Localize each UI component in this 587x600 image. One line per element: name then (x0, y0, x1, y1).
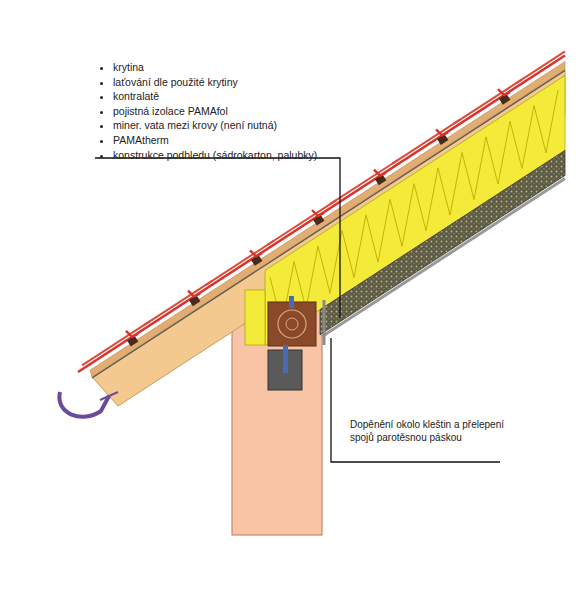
tile (516, 51, 565, 83)
tile-nose (436, 129, 448, 135)
ceiling-board (322, 178, 565, 336)
layer-label: laťování dle použité krytiny (113, 75, 317, 90)
tile-nose (312, 210, 324, 216)
roof-covering (78, 55, 565, 372)
tile (206, 241, 274, 285)
tile (268, 200, 336, 244)
tile-nose (126, 331, 138, 337)
tile (144, 281, 212, 325)
tile-nose (250, 250, 262, 256)
layer-label: krytina (113, 60, 317, 75)
layer-label: kontralatě (113, 89, 317, 104)
rafter (92, 69, 565, 406)
layer-label: miner. vata mezi krovy (není nutná) (113, 118, 317, 133)
tile-nose (374, 170, 386, 176)
gutter (59, 392, 109, 417)
layer-list: krytinalaťování dle použité krytinykontr… (95, 60, 317, 162)
roof-layers (78, 51, 565, 406)
callout-note: Dopěnění okolo kleštin a přelepení spojů… (350, 418, 510, 444)
tile-nose (498, 89, 510, 95)
mineral-wool (265, 75, 565, 345)
leader-lines (95, 158, 500, 462)
tile (82, 321, 150, 365)
wall-head (245, 290, 324, 390)
layer-label: pojistná izolace PAMAfol (113, 104, 317, 119)
layer-label: konstrukce podhledu (sádrokarton, palubk… (113, 148, 317, 163)
counter-batten (90, 61, 565, 377)
tile (454, 79, 522, 123)
tile-nose (188, 291, 200, 297)
gutter-hanger (100, 392, 118, 400)
layer-label: PAMAtherm (113, 133, 317, 148)
pamatherm-layer (320, 150, 565, 334)
foil-layer (92, 70, 565, 377)
tile (392, 120, 460, 164)
